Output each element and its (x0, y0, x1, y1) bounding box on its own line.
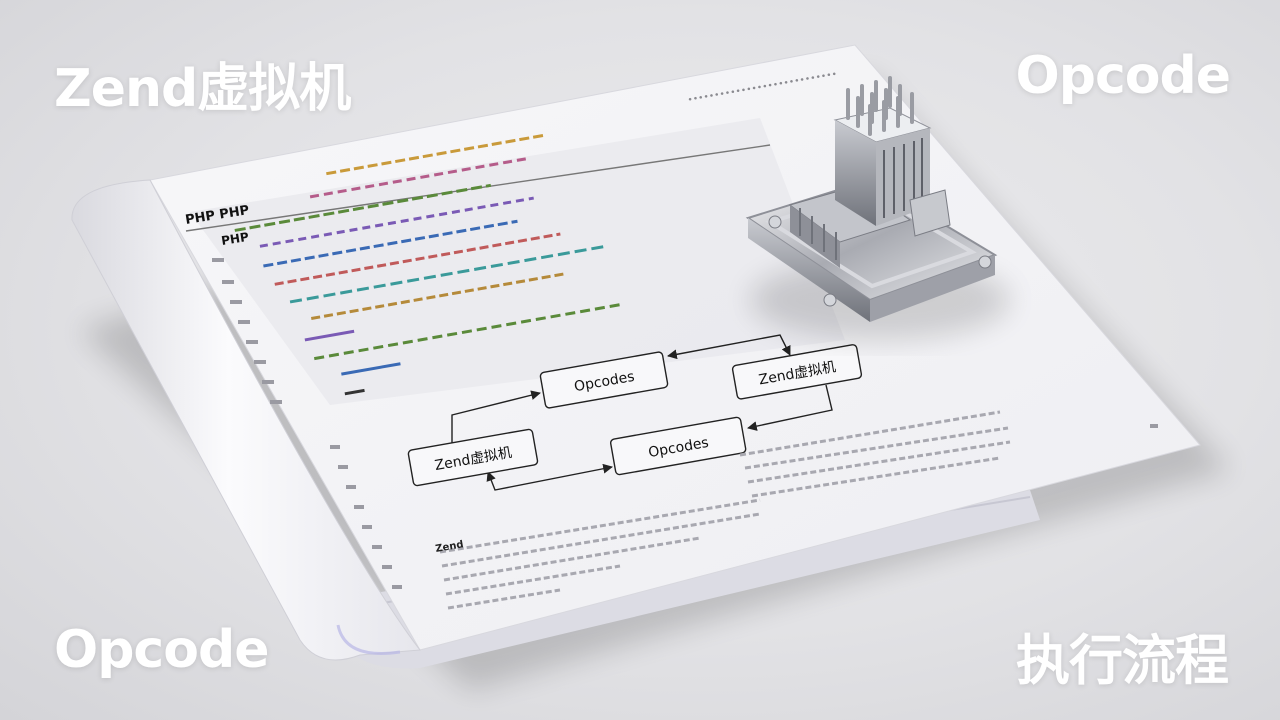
code-label: PHP (220, 230, 250, 248)
node-zend-right: Zend虚拟机 (731, 344, 863, 400)
arrow-opcodes-bottom-to-zend-left (486, 463, 613, 491)
flow-diagram: Zend虚拟机 Opcodes Zend虚拟机 Opcodes (407, 334, 863, 491)
code-line (259, 196, 534, 248)
page-curl (71, 179, 421, 661)
code-line (341, 362, 401, 376)
code-block (234, 134, 624, 396)
arrow-zend-right-to-opcodes-bottom (747, 384, 833, 431)
node-opcodes-top: Opcodes (539, 351, 669, 409)
section-heading: Zend (435, 539, 465, 555)
node-opcodes-bottom: Opcodes (609, 416, 747, 476)
node-zend-left: Zend虚拟机 (407, 428, 539, 487)
curl-stripe (336, 624, 401, 655)
corner-label-bottom-left: Opcode (54, 620, 269, 680)
code-line (344, 388, 365, 396)
body-text-right (739, 410, 1011, 498)
code-line (313, 302, 624, 361)
code-line (304, 329, 355, 342)
arrow-zend-to-opcodes-top (451, 390, 541, 450)
corner-label-bottom-right: 执行流程 (1016, 629, 1229, 692)
code-line (263, 219, 518, 268)
code-line (234, 183, 492, 232)
code-line (309, 157, 528, 199)
chrome-chip (745, 76, 1010, 340)
page-number-mark (1150, 424, 1158, 428)
code-line (310, 271, 568, 320)
body-text-left (439, 498, 761, 610)
code-line (289, 245, 604, 304)
code-line (326, 134, 544, 176)
corner-label-top-left: Zend虚拟机 (54, 59, 351, 119)
code-line (274, 232, 561, 286)
corner-label-top-right: Opcode (1015, 46, 1231, 106)
line-numbers (212, 258, 402, 589)
arrow-opcodes-top-to-zend-right (667, 334, 791, 360)
